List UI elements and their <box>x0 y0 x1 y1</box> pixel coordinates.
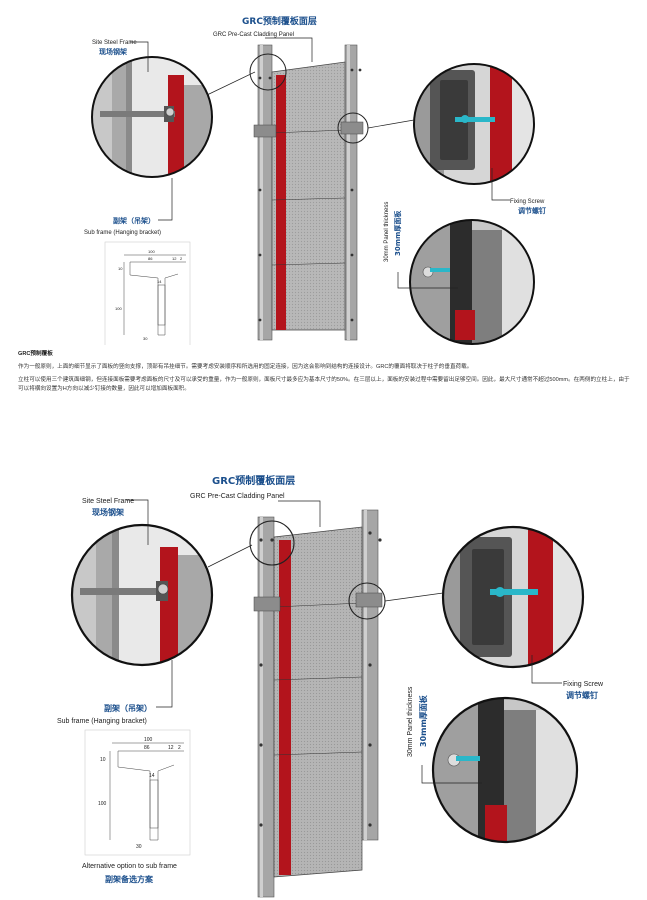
bracket-right <box>355 592 383 608</box>
detail-circle-left <box>91 56 256 178</box>
callout-circle-top <box>249 520 295 566</box>
sub-frame-cn: 副架（吊架） <box>113 216 155 225</box>
site-frame-en: Site Steel Frame <box>92 40 137 46</box>
dim-14: 14 <box>157 279 162 284</box>
thickness-cn: 30mm厚面板 <box>418 694 428 747</box>
dim-10: 10 <box>100 757 106 763</box>
bracket-right <box>340 121 364 135</box>
callout-circle-side <box>337 112 369 144</box>
right-column <box>344 44 358 341</box>
sub-frame-dimension-sketch: 100 86 12 2 14 100 10 30 <box>84 729 191 856</box>
detail-circle-fixing <box>367 63 535 185</box>
grc-panel <box>271 61 346 331</box>
notes-para-2: 立柱可以使用三个建筑面细钢，但连接面板需要考虑面板的尺寸及可以承受的重量，作为一… <box>18 377 630 392</box>
site-frame-cn: 现场钢架 <box>99 47 127 56</box>
fixing-en: Fixing Screw <box>563 681 604 688</box>
sub-frame-en: Sub frame (Hanging bracket) <box>84 230 161 236</box>
panel-elevation <box>249 44 369 341</box>
dim-30: 30 <box>143 336 148 341</box>
callout-circle-top <box>249 53 287 91</box>
dim-86: 86 <box>148 256 153 261</box>
dim-30: 30 <box>136 844 142 850</box>
panel-elevation <box>249 509 386 898</box>
bracket-left <box>253 124 277 138</box>
red-sub-frame <box>276 75 286 330</box>
dim-100: 100 <box>148 249 155 254</box>
title-cn: GRC预制覆板面层 <box>242 15 317 27</box>
detail-circle-thickness <box>409 219 535 345</box>
left-column-flange <box>260 45 263 340</box>
sub-frame-en: Sub frame (Hanging bracket) <box>57 718 147 725</box>
notes-block: GRC预制覆板 作为一般原则，上面的细节显示了面板的竖向支撑，顶部有吊挂细节。需… <box>18 350 633 398</box>
dim-100: 100 <box>144 737 153 743</box>
dim-86: 86 <box>144 745 150 751</box>
top-diagram: GRC预制覆板面层 GRC Pre-Cast Cladding Panel <box>84 15 546 345</box>
grc-panel <box>273 526 363 878</box>
dim-100-vert: 100 <box>98 801 107 807</box>
sub-frame-dimension-sketch: 100 86 12 2 14 100 10 30 <box>104 241 191 345</box>
title-en: GRC Pre-Cast Cladding Panel <box>213 32 294 38</box>
title-en: GRC Pre-Cast Cladding Panel <box>190 493 285 500</box>
detail-circle-thickness <box>431 696 579 844</box>
thickness-en: 30mm Panel thickness <box>384 202 390 262</box>
dim-12: 12 <box>168 745 174 751</box>
fixing-cn: 调节螺钉 <box>518 206 546 215</box>
alt-en: Alternative option to sub frame <box>82 863 177 870</box>
site-frame-en: Site Steel Frame <box>82 498 134 505</box>
red-sub-frame <box>279 540 291 875</box>
bottom-diagram: GRC预制覆板面层 GRC Pre-Cast Cladding Panel <box>57 474 604 898</box>
alt-cn: 副架备选方案 <box>105 874 154 884</box>
dim-2: 2 <box>180 256 183 261</box>
notes-para-1: 作为一般原则，上面的细节显示了面板的竖向支撑，顶部有吊挂细节。需要考虑安装顺序和… <box>18 364 473 370</box>
notes-heading: GRC预制覆板 <box>18 351 53 357</box>
title-leader <box>265 37 313 62</box>
dim-100-vert: 100 <box>115 306 122 311</box>
detail-circle-left <box>70 523 253 667</box>
bracket-left <box>253 596 281 612</box>
dim-14: 14 <box>149 773 155 779</box>
detail-circle-fixing <box>384 525 585 669</box>
fixing-cn: 调节螺钉 <box>566 690 598 700</box>
site-frame-cn: 现场钢架 <box>92 507 124 517</box>
dim-12: 12 <box>172 256 177 261</box>
dim-2: 2 <box>178 745 181 751</box>
title-cn: GRC预制覆板面层 <box>212 474 295 487</box>
dim-10: 10 <box>118 266 123 271</box>
thickness-cn: 30mm厚面板 <box>393 210 402 256</box>
fixing-en: Fixing Screw <box>510 199 545 205</box>
sub-frame-cn: 副架（吊架） <box>104 703 152 713</box>
thickness-en: 30mm Panel thickness <box>407 686 414 757</box>
right-column-flange <box>347 45 350 340</box>
